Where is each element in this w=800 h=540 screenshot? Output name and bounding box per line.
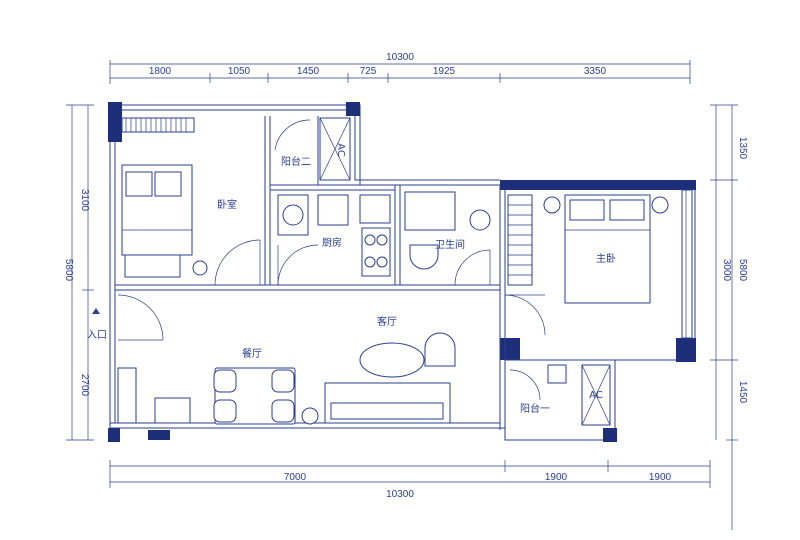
wardrobe-master bbox=[507, 194, 533, 286]
window-master bbox=[681, 189, 693, 339]
label-kitchen: 厨房 bbox=[322, 236, 342, 249]
entrance-arrow-icon bbox=[92, 308, 100, 314]
label-master-bedroom: 主卧 bbox=[596, 252, 616, 265]
left-dimensions: 5800 3100 2700 bbox=[63, 104, 94, 441]
top-dim-5: 1925 bbox=[433, 66, 456, 77]
left-total-dim: 5800 bbox=[63, 259, 74, 282]
top-dim-4: 725 bbox=[360, 66, 377, 77]
bottom-total-dim: 10300 bbox=[386, 489, 414, 500]
bottom-dim-1: 7000 bbox=[284, 472, 307, 483]
right-total-dim: 5800 bbox=[737, 259, 748, 282]
top-dim-3: 1450 bbox=[297, 66, 320, 77]
label-bedroom: 卧室 bbox=[217, 198, 237, 211]
label-bathroom: 卫生间 bbox=[435, 238, 465, 251]
toilet bbox=[409, 244, 439, 270]
furniture bbox=[92, 117, 693, 426]
dining-cabinet bbox=[117, 367, 137, 424]
top-dim-6: 3350 bbox=[584, 66, 607, 77]
shower bbox=[404, 191, 456, 231]
top-dimensions: 10300 1800 1050 1450 725 1925 3350 bbox=[109, 52, 691, 84]
doors bbox=[117, 119, 546, 401]
label-balcony2: 阳台二 bbox=[281, 155, 311, 168]
label-living-room: 客厅 bbox=[377, 315, 397, 328]
top-dim-1: 1800 bbox=[149, 66, 172, 77]
top-dim-2: 1050 bbox=[228, 66, 251, 77]
left-dim-1: 3100 bbox=[79, 189, 90, 212]
wardrobe-bedroom bbox=[121, 117, 195, 133]
label-ac-lower: AC bbox=[589, 390, 603, 401]
label-entrance: 入口 bbox=[87, 330, 107, 341]
right-dim-1: 1350 bbox=[737, 137, 748, 160]
bottom-dim-3: 1900 bbox=[649, 472, 672, 483]
right-dim-3: 1450 bbox=[737, 381, 748, 404]
bottom-dimensions: 7000 1900 1900 10300 bbox=[109, 460, 711, 500]
bottom-dim-2: 1900 bbox=[545, 472, 568, 483]
stove bbox=[361, 227, 391, 277]
label-balcony1: 阳台一 bbox=[520, 402, 550, 415]
label-ac-upper: AC bbox=[335, 143, 346, 157]
armchair bbox=[424, 332, 456, 367]
left-dim-2: 2700 bbox=[79, 374, 90, 397]
kitchen-sink bbox=[317, 194, 349, 226]
top-total-dim: 10300 bbox=[386, 52, 414, 63]
right-dimensions: 1350 3000 5800 1450 bbox=[710, 104, 748, 530]
label-dining-room: 餐厅 bbox=[242, 347, 262, 360]
basin bbox=[469, 209, 491, 231]
coffee-table bbox=[359, 342, 425, 378]
walls bbox=[108, 102, 696, 442]
room-labels: 卧室 阳台二 厨房 卫生间 主卧 客厅 餐厅 阳台一 入口 AC AC bbox=[87, 143, 616, 415]
right-dim-2: 3000 bbox=[721, 259, 732, 282]
